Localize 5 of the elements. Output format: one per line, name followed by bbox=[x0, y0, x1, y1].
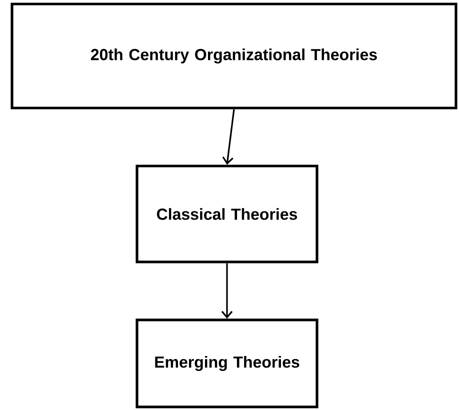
process-box: 20th Century Organizational Theories bbox=[10, 2, 458, 110]
process-box: Classical Theories bbox=[136, 164, 318, 264]
arrow bbox=[221, 263, 233, 319]
arrow bbox=[222, 109, 235, 165]
process-box: Emerging Theories bbox=[136, 318, 318, 408]
